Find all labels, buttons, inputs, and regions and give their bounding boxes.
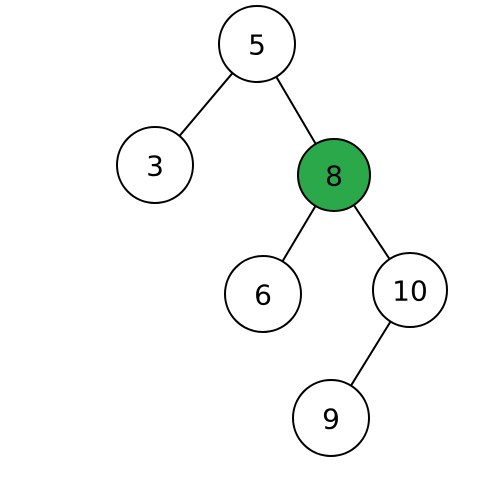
node-9: 9	[292, 379, 370, 457]
edge-5-3	[178, 72, 234, 137]
node-label: 5	[248, 29, 266, 62]
node-circle	[224, 255, 302, 333]
edge-8-6	[281, 205, 317, 262]
edge-10-9	[350, 320, 392, 387]
tree-nodes: 5 3 8 6 10 9	[116, 5, 448, 457]
node-3: 3	[116, 126, 194, 204]
node-label: 9	[322, 403, 340, 436]
node-circle	[297, 138, 371, 212]
node-circle	[372, 252, 448, 328]
node-10: 10	[372, 252, 448, 328]
node-circle	[218, 5, 296, 83]
tree-edges	[178, 72, 392, 387]
node-label: 10	[392, 275, 428, 308]
edge-8-10	[353, 204, 391, 260]
node-circle	[116, 126, 194, 204]
node-circle	[292, 379, 370, 457]
node-8-highlighted: 8	[297, 138, 371, 212]
node-5: 5	[218, 5, 296, 83]
node-label: 6	[254, 279, 272, 312]
node-label: 3	[146, 150, 164, 183]
node-label: 8	[325, 160, 343, 193]
edge-5-8	[275, 76, 317, 145]
node-6: 6	[224, 255, 302, 333]
